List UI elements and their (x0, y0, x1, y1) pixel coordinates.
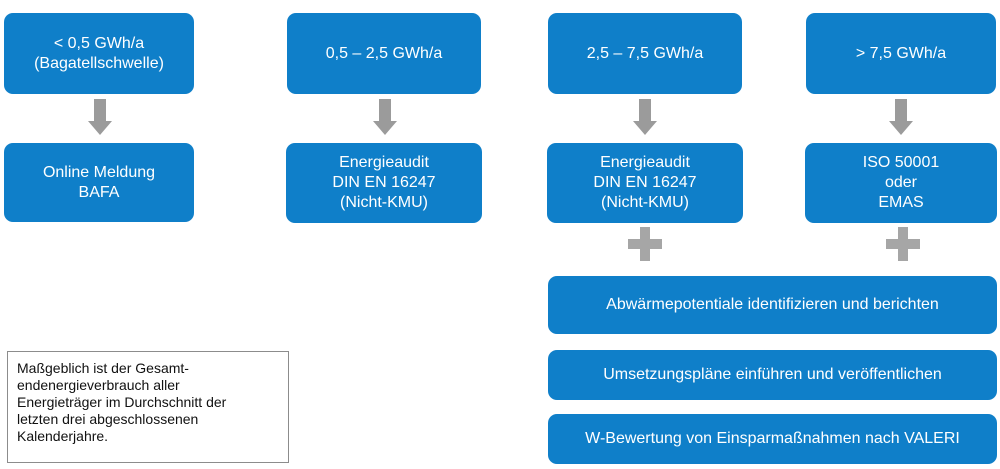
threshold-text: (Bagatellschwelle) (34, 54, 164, 72)
requirement-text: BAFA (78, 183, 120, 201)
requirement-text: (Nicht-KMU) (340, 194, 428, 211)
requirement-box-1: Online Meldung BAFA (4, 143, 194, 222)
note-line: letzten drei abgeschlossenen (17, 411, 199, 427)
down-arrow-icon (88, 99, 112, 135)
requirement-text: Energieaudit (600, 154, 690, 171)
requirement-text: Energieaudit (339, 154, 429, 171)
threshold-box-1: < 0,5 GWh/a (Bagatellschwelle) (4, 13, 194, 94)
threshold-text: 2,5 – 7,5 GWh/a (586, 44, 704, 62)
threshold-box-3: 2,5 – 7,5 GWh/a (548, 13, 742, 94)
down-arrow-icon (373, 99, 397, 135)
threshold-text: 0,5 – 2,5 GWh/a (325, 44, 443, 62)
obligation-text: Abwärmepotentiale identifizieren und ber… (606, 296, 939, 313)
obligation-box-valeri: W-Bewertung von Einsparmaßnahmen nach VA… (548, 414, 997, 464)
requirement-text: DIN EN 16247 (593, 174, 697, 191)
requirement-text: oder (884, 174, 918, 191)
requirement-box-4: ISO 50001 oder EMAS (805, 143, 997, 223)
threshold-text: < 0,5 GWh/a (53, 34, 145, 52)
note-line: Maßgeblich ist der Gesamt- (17, 360, 189, 376)
note-line: Energieträger im Durchschnitt der (17, 394, 227, 410)
requirement-text: EMAS (878, 194, 924, 211)
requirement-text: DIN EN 16247 (332, 174, 436, 191)
plus-icon (628, 227, 662, 261)
obligation-text: Umsetzungspläne einführen und veröffentl… (603, 366, 942, 383)
threshold-box-2: 0,5 – 2,5 GWh/a (287, 13, 481, 94)
down-arrow-icon (633, 99, 657, 135)
threshold-box-4: > 7,5 GWh/a (806, 13, 996, 94)
obligation-box-waste-heat: Abwärmepotentiale identifizieren und ber… (548, 276, 997, 334)
requirement-box-3: Energieaudit DIN EN 16247 (Nicht-KMU) (547, 143, 743, 223)
requirement-box-2: Energieaudit DIN EN 16247 (Nicht-KMU) (286, 143, 482, 223)
obligation-text: W-Bewertung von Einsparmaßnahmen nach VA… (585, 430, 960, 447)
note-line: endenergieverbrauch aller (17, 377, 180, 393)
requirement-text: (Nicht-KMU) (601, 194, 689, 211)
down-arrow-icon (889, 99, 913, 135)
requirement-text: Online Meldung (42, 163, 156, 181)
note-line: Kalenderjahre. (17, 428, 109, 444)
threshold-text: > 7,5 GWh/a (855, 44, 947, 62)
requirement-text: ISO 50001 (862, 154, 940, 171)
obligation-box-implementation-plans: Umsetzungspläne einführen und veröffentl… (548, 350, 997, 400)
note-box: Maßgeblich ist der Gesamt- endenergiever… (7, 351, 289, 463)
plus-icon (886, 227, 920, 261)
